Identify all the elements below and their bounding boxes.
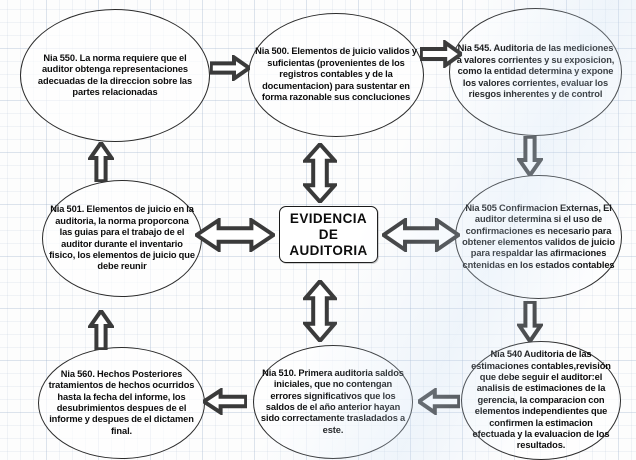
- arrow-nia-501-to-center: [195, 218, 275, 252]
- center-node-evidencia-de-auditoria[interactable]: EVIDENCIA DE AUDITORIA: [279, 206, 378, 263]
- arrow-545-to-505: [517, 136, 543, 176]
- arrow-540-to-510: [418, 388, 460, 415]
- node-nia-505-label: Nia 505 Confirmacion Externas, El audito…: [462, 202, 615, 270]
- arrow-550-to-500: [210, 55, 250, 81]
- node-nia-560[interactable]: Nia 560. Hechos Posteriores tratamientos…: [38, 347, 205, 459]
- arrow-center-to-nia-505: [382, 218, 460, 252]
- arrow-center-to-nia-500: [303, 143, 337, 203]
- node-nia-545-label: Nia 545. Auditoria de las mediciones a v…: [456, 43, 615, 100]
- node-nia-560-label: Nia 560. Hechos Posteriores tratamientos…: [48, 368, 195, 436]
- arrow-510-to-560: [203, 388, 247, 415]
- node-nia-540[interactable]: Nia 540 Auditoria de las estimaciones co…: [461, 341, 621, 460]
- node-nia-501[interactable]: Nia 501. Elementos de juicio en la audit…: [42, 180, 202, 297]
- node-nia-501-label: Nia 501. Elementos de juicio en la audit…: [49, 204, 195, 272]
- node-nia-500-label: Nia 500. Elementos de juicio validos y s…: [255, 46, 417, 103]
- arrow-500-to-545: [420, 40, 462, 68]
- node-nia-510[interactable]: Nia 510. Primera auditoria saldos inicia…: [253, 345, 413, 459]
- node-nia-550[interactable]: Nia 550. La norma requiere que el audito…: [20, 9, 210, 142]
- node-nia-505[interactable]: Nia 505 Confirmacion Externas, El audito…: [455, 175, 622, 299]
- arrow-center-to-nia-510: [303, 280, 337, 342]
- arrow-560-to-501: [88, 310, 114, 350]
- arrow-501-to-550: [88, 142, 114, 182]
- node-nia-500[interactable]: Nia 500. Elementos de juicio validos y s…: [248, 13, 424, 137]
- node-nia-540-label: Nia 540 Auditoria de las estimaciones co…: [471, 349, 611, 451]
- center-node-label: EVIDENCIA DE AUDITORIA: [289, 210, 368, 258]
- node-nia-545[interactable]: Nia 545. Auditoria de las mediciones a v…: [449, 8, 622, 136]
- node-nia-550-label: Nia 550. La norma requiere que el audito…: [37, 52, 193, 97]
- arrow-505-to-540: [517, 301, 543, 342]
- node-nia-510-label: Nia 510. Primera auditoria saldos inicia…: [260, 367, 406, 435]
